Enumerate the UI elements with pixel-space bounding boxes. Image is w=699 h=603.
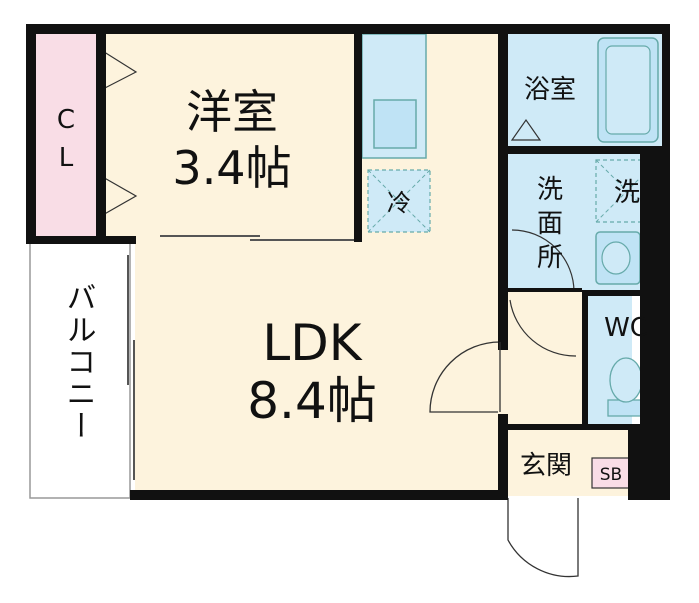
ldk-area xyxy=(135,32,500,492)
balcony-label: バルコニー xyxy=(61,282,96,442)
ldk-door-swing xyxy=(429,341,501,413)
kitchen-sink xyxy=(373,99,417,149)
ldk-size: 8.4帖 xyxy=(247,372,377,430)
western-room-name: 洋室 xyxy=(186,85,278,139)
entrance-door-swing xyxy=(507,498,579,578)
closet-label-1: C xyxy=(57,105,75,135)
wc-name: WC xyxy=(604,313,648,343)
entrance-name: 玄関 xyxy=(520,451,572,481)
closet-door-top xyxy=(100,49,138,91)
bath-door-triangle xyxy=(510,118,542,141)
shoe-box xyxy=(591,457,631,489)
washroom-name-1: 洗 xyxy=(537,175,563,205)
hall-area xyxy=(506,292,582,424)
closet-label-2: L xyxy=(59,143,74,173)
ldk-name: LDK xyxy=(262,314,362,372)
washroom-name-2: 面 xyxy=(537,209,563,239)
closet-area xyxy=(35,32,101,238)
washroom-name-3: 所 xyxy=(537,243,563,273)
toilet-bowl xyxy=(609,357,643,403)
washer-label: 洗 xyxy=(614,178,640,208)
washroom-door-swing xyxy=(511,229,575,293)
balcony xyxy=(29,239,131,499)
fridge-diag-2 xyxy=(367,169,431,233)
bath-name: 浴室 xyxy=(524,75,576,105)
wash-basin-bowl xyxy=(601,241,631,275)
walls xyxy=(26,24,670,500)
fridge-label: 冷 xyxy=(387,189,411,217)
hall-door-swing xyxy=(509,299,577,357)
western-room-size: 3.4帖 xyxy=(172,141,291,195)
shoe-box-label: SB xyxy=(600,465,622,485)
bathtub-inner xyxy=(605,45,651,135)
closet-door-bottom xyxy=(100,175,138,217)
